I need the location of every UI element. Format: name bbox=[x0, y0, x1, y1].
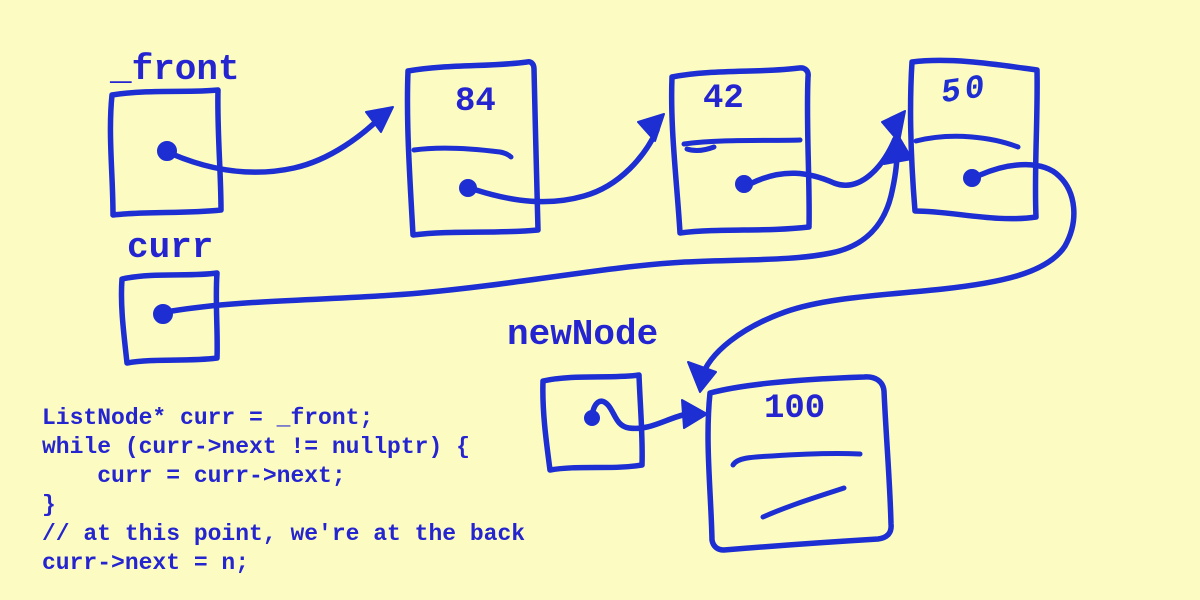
code-line-1: ListNode* curr = _front; bbox=[42, 405, 374, 431]
front-pointer-arrow bbox=[169, 111, 387, 175]
node84-value: 84 bbox=[455, 83, 496, 121]
node100-value: 100 bbox=[764, 390, 826, 428]
node50-next-dot bbox=[963, 169, 981, 187]
front-box bbox=[107, 87, 224, 218]
code-line-2: while (curr->next != nullptr) { bbox=[42, 434, 470, 460]
node42-arrowhead-icon bbox=[881, 110, 906, 143]
node50-divider bbox=[913, 133, 1021, 150]
node84-next-arrow bbox=[473, 127, 660, 205]
front-label: _front bbox=[110, 49, 240, 90]
node84-divider bbox=[411, 145, 514, 160]
node100-null-slash bbox=[760, 485, 847, 520]
curr-pointer-dot bbox=[153, 304, 173, 324]
curr-arrowhead-icon bbox=[883, 136, 913, 165]
node84-arrowhead-icon bbox=[637, 113, 665, 142]
node50-next-arrow bbox=[698, 161, 1077, 382]
node50-box bbox=[907, 57, 1040, 222]
newnode-label: newNode bbox=[507, 314, 659, 355]
node50-arrowhead-icon bbox=[687, 361, 717, 393]
code-line-6: curr->next = n; bbox=[42, 550, 250, 576]
node42-divider bbox=[681, 137, 803, 147]
code-block: ListNode* curr = _front; while (curr->ne… bbox=[42, 404, 525, 578]
node84-box bbox=[404, 59, 541, 238]
code-line-4: } bbox=[42, 492, 56, 518]
node42-divider-tick bbox=[684, 144, 717, 153]
newnode-arrowhead-icon bbox=[681, 399, 708, 429]
node100-box bbox=[705, 374, 894, 553]
curr-pointer-arrow bbox=[169, 150, 900, 314]
node100-divider bbox=[730, 451, 863, 468]
newnode-box bbox=[540, 372, 645, 473]
code-line-5: // at this point, we're at the back bbox=[42, 521, 526, 547]
code-line-3: curr = curr->next; bbox=[42, 463, 346, 489]
node42-box bbox=[668, 65, 812, 236]
front-arrowhead-icon bbox=[365, 106, 394, 133]
node84-next-dot bbox=[459, 179, 477, 197]
curr-label: curr bbox=[127, 227, 214, 268]
newnode-pointer-arrow bbox=[589, 398, 690, 432]
node50-value-handwritten: 50 bbox=[938, 68, 991, 113]
curr-box bbox=[118, 270, 220, 366]
node42-next-arrow bbox=[749, 136, 898, 188]
node42-value: 42 bbox=[703, 80, 744, 118]
